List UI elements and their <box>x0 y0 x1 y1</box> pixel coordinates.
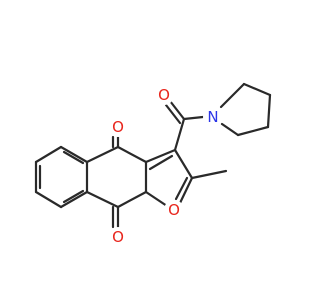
bond-furan-inner-2 <box>174 176 189 201</box>
bond-furan-2 <box>173 148 194 180</box>
bond-quin-1 <box>85 145 120 164</box>
atom-o-furan: O <box>164 200 184 220</box>
bond-amide-cn <box>182 115 205 121</box>
atom-label-n-pyrrolidine: N <box>207 108 218 126</box>
bond-pyr-5 <box>220 122 240 137</box>
bond-quin-4 <box>116 190 148 209</box>
bond-furan-3 <box>178 176 194 205</box>
atom-label-o-amide: O <box>158 86 170 104</box>
bond-pyr-4 <box>236 125 270 137</box>
atom-o-amide: O <box>154 85 174 105</box>
bond-furan-inner-1 <box>148 154 174 171</box>
bond-pyr-1 <box>219 82 246 109</box>
bond-layer <box>34 82 272 229</box>
bond-furan-1 <box>144 148 177 164</box>
bond-amide-c1 <box>173 117 186 152</box>
bond-amide-co <box>168 99 186 121</box>
bond-benz-6 <box>59 145 89 164</box>
molecule-svg: O O O O N <box>34 82 272 247</box>
bond-pyr-3 <box>266 93 272 129</box>
atom-label-o-carbonyl-top: O <box>112 118 124 136</box>
bond-amide-co-2 <box>164 103 182 125</box>
bond-benz-inner-2 <box>62 189 85 204</box>
bond-methyl <box>190 169 228 180</box>
bond-benz-4 <box>59 190 89 209</box>
bond-quin-5 <box>85 190 120 209</box>
structure-diagram: O O O O N <box>34 82 272 247</box>
bond-benz-inner-3 <box>62 150 85 165</box>
atom-o-carbonyl-bottom: O <box>108 227 128 247</box>
atom-label-o-carbonyl-bottom: O <box>112 228 124 246</box>
bond-benz-1 <box>34 145 63 164</box>
atom-n-pyrrolidine: N <box>203 107 223 127</box>
atom-o-carbonyl-top: O <box>108 117 128 137</box>
bond-pyr-2 <box>242 82 272 97</box>
bond-quin-2 <box>116 145 148 164</box>
bond-furan-4 <box>144 190 169 208</box>
bond-benz-3 <box>34 190 63 209</box>
atom-label-o-furan: O <box>168 201 180 219</box>
